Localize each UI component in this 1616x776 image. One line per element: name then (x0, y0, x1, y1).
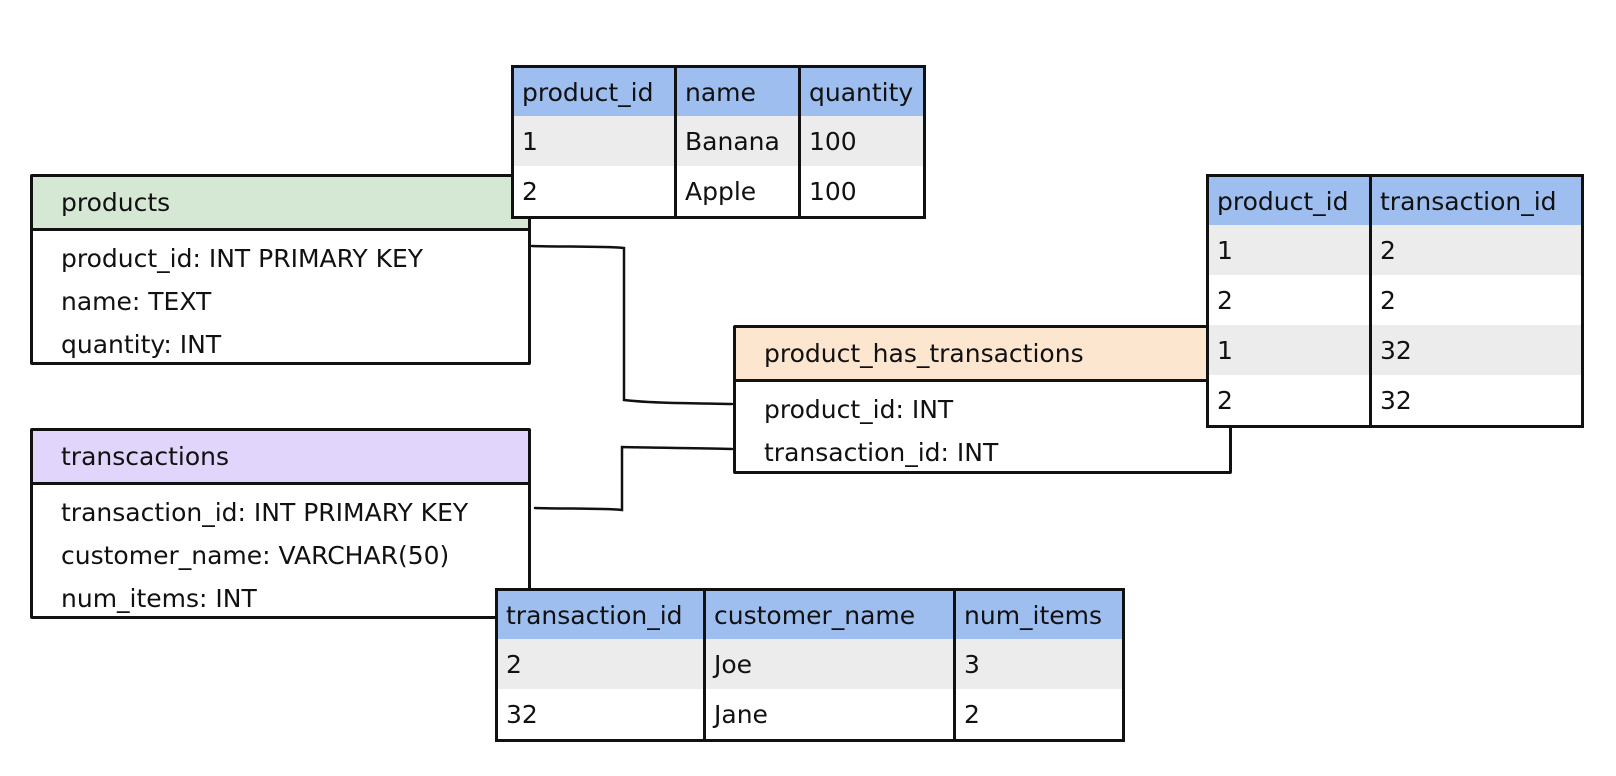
column-header: customer_name (703, 589, 955, 639)
table-row: 32 Jane 2 (496, 689, 1124, 741)
column-header: transaction_id (1369, 175, 1583, 225)
table-cell: 32 (1369, 325, 1583, 375)
transactions-field: customer_name: VARCHAR(50) (61, 541, 450, 570)
table-header-row: product_id transaction_id (1207, 175, 1583, 225)
table-cell: 100 (798, 116, 925, 166)
table-cell: 1 (1207, 325, 1371, 375)
table-cell: 2 (1369, 225, 1583, 275)
table-cell: 2 (1369, 275, 1583, 325)
table-row: 1 32 (1207, 325, 1583, 375)
products-field: quantity: INT (61, 330, 222, 359)
transactions-field: transaction_id: INT PRIMARY KEY (61, 498, 469, 527)
transactions-schema-fields: transaction_id: INT PRIMARY KEY customer… (33, 485, 528, 620)
table-row: 2 32 (1207, 375, 1583, 427)
products-schema-box: products product_id: INT PRIMARY KEY nam… (30, 174, 531, 365)
table-cell: 2 (496, 639, 705, 689)
column-header: transaction_id (496, 589, 705, 639)
table-cell: 3 (953, 639, 1124, 689)
transactions-schema-box: transcactions transaction_id: INT PRIMAR… (30, 428, 531, 619)
column-header: num_items (953, 589, 1124, 639)
junction-schema-fields: product_id: INT transaction_id: INT (736, 382, 1229, 474)
table-header-row: product_id name quantity (512, 66, 925, 116)
column-header: product_id (1207, 175, 1371, 225)
transactions-to-junction-connector (533, 445, 734, 512)
junction-schema-box: product_has_transactions product_id: INT… (733, 325, 1232, 474)
table-cell: Jane (703, 689, 955, 741)
table-cell: 2 (512, 166, 676, 218)
column-header: product_id (512, 66, 676, 116)
transactions-data-table: transaction_id customer_name num_items 2… (495, 588, 1125, 742)
junction-data-table: product_id transaction_id 1 2 2 2 1 32 2… (1206, 174, 1584, 428)
products-to-junction-connector (530, 244, 734, 406)
products-data-table: product_id name quantity 1 Banana 100 2 … (511, 65, 926, 219)
transactions-schema-title: transcactions (33, 431, 528, 485)
table-cell: 2 (953, 689, 1124, 741)
products-schema-fields: product_id: INT PRIMARY KEY name: TEXT q… (33, 231, 528, 366)
table-cell: 1 (1207, 225, 1371, 275)
table-cell: 2 (1207, 375, 1371, 427)
products-field: product_id: INT PRIMARY KEY (61, 244, 424, 273)
table-cell: Apple (674, 166, 800, 218)
table-row: 1 2 (1207, 225, 1583, 275)
junction-schema-title: product_has_transactions (736, 328, 1229, 382)
table-row: 2 2 (1207, 275, 1583, 325)
table-cell: Banana (674, 116, 800, 166)
table-row: 2 Apple 100 (512, 166, 925, 218)
table-cell: 32 (496, 689, 705, 741)
table-cell: 32 (1369, 375, 1583, 427)
junction-field: product_id: INT (764, 395, 954, 424)
table-cell: 100 (798, 166, 925, 218)
column-header: quantity (798, 66, 925, 116)
table-header-row: transaction_id customer_name num_items (496, 589, 1124, 639)
table-cell: 1 (512, 116, 676, 166)
products-schema-title: products (33, 177, 528, 231)
table-cell: 2 (1207, 275, 1371, 325)
column-header: name (674, 66, 800, 116)
table-cell: Joe (703, 639, 955, 689)
transactions-field: num_items: INT (61, 584, 257, 613)
products-field: name: TEXT (61, 287, 212, 316)
table-row: 1 Banana 100 (512, 116, 925, 166)
junction-field: transaction_id: INT (764, 438, 999, 467)
table-row: 2 Joe 3 (496, 639, 1124, 689)
